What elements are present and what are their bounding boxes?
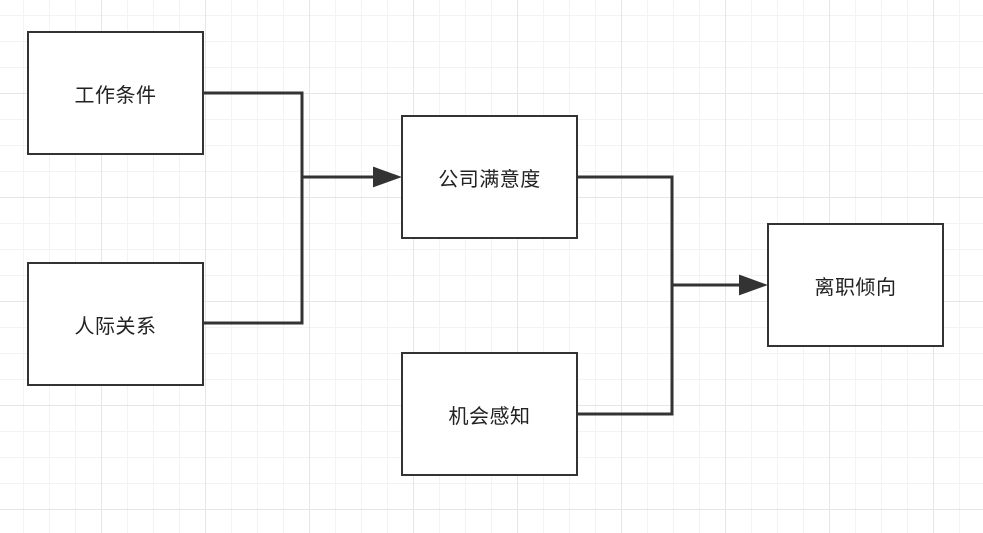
node-company-satisfaction[interactable]: 公司满意度 [401,115,578,239]
node-company-satisfaction-label: 公司满意度 [438,166,541,191]
node-opportunity-perception-label: 机会感知 [448,403,531,428]
node-turnover-intention-label: 离职倾向 [814,274,897,299]
node-opportunity-perception[interactable]: 机会感知 [401,352,578,476]
edge-interpersonal [204,177,304,325]
node-work-conditions[interactable]: 工作条件 [27,31,204,155]
edge-company-satisfaction [578,175,674,285]
node-interpersonal[interactable]: 人际关系 [27,262,204,386]
node-interpersonal-label: 人际关系 [74,313,157,338]
node-work-conditions-label: 工作条件 [74,82,157,107]
arrowhead-turnover [739,274,768,296]
edge-work-conditions [204,91,304,177]
node-turnover-intention[interactable]: 离职倾向 [767,223,944,347]
arrowhead-satisfaction [373,166,402,188]
edge-opportunity-perception [578,285,674,416]
